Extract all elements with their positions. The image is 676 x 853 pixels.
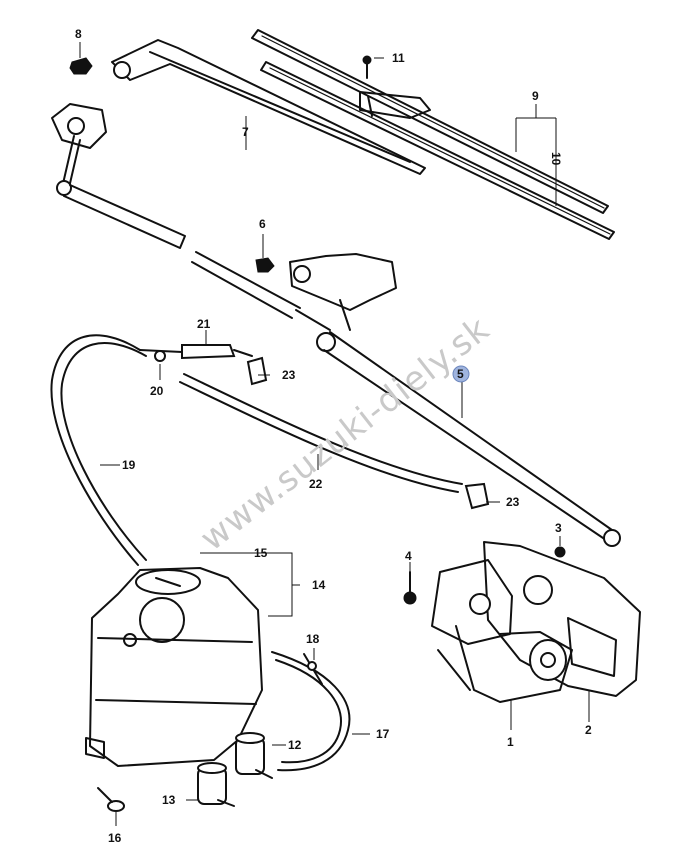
joint-part-18[interactable] — [303, 653, 323, 685]
callout-1: 1 — [507, 735, 514, 749]
callout-3: 3 — [555, 521, 562, 535]
washer-pump-12[interactable] — [235, 732, 273, 779]
watermark: www.suzuki-diely.sk — [193, 309, 497, 559]
screw-part-11[interactable] — [362, 55, 372, 79]
callout-6: 6 — [259, 217, 266, 231]
bolt-part-4[interactable] — [403, 571, 417, 605]
callout-19: 19 — [122, 458, 136, 472]
callout-15: 15 — [254, 546, 268, 560]
wiper-blade-upper[interactable] — [251, 29, 609, 214]
callout-7: 7 — [242, 125, 249, 139]
callout-21: 21 — [197, 317, 211, 331]
callout-23a: 23 — [282, 368, 296, 382]
wiper-arm[interactable] — [111, 39, 426, 175]
callout-11: 11 — [392, 51, 405, 65]
wiper-blade-lower[interactable] — [260, 61, 615, 240]
callout-16: 16 — [108, 831, 122, 845]
nozzle-clip-23b[interactable] — [464, 482, 490, 510]
callout-12: 12 — [288, 738, 302, 752]
nut-part-6[interactable] — [255, 257, 275, 273]
callout-4: 4 — [405, 549, 412, 563]
callout-18: 18 — [306, 632, 320, 646]
wiper-arm-connector[interactable] — [359, 91, 431, 119]
callout-17: 17 — [376, 727, 390, 741]
callout-9: 9 — [532, 89, 539, 103]
callout-20: 20 — [150, 384, 164, 398]
wiper-motor[interactable] — [431, 559, 573, 703]
washer-hose-22[interactable] — [179, 373, 463, 493]
tank-cap[interactable] — [135, 569, 201, 595]
washer-pump-13[interactable] — [197, 762, 235, 807]
callout-13: 13 — [162, 793, 176, 807]
bolt-part-3[interactable] — [554, 546, 566, 558]
callout-8: 8 — [75, 27, 82, 41]
highlight-marker — [452, 365, 470, 383]
washer-hose-19[interactable] — [50, 334, 147, 566]
callout-22: 22 — [309, 477, 323, 491]
nozzle-clip-23a[interactable] — [246, 356, 268, 386]
callout-5: 5 — [457, 367, 464, 381]
callout-2: 2 — [585, 723, 592, 737]
callout-23b: 23 — [506, 495, 520, 509]
nut-part-8[interactable] — [69, 57, 93, 75]
joint-part-20[interactable] — [139, 349, 183, 362]
leader-lines — [79, 42, 590, 826]
wiper-linkage[interactable] — [51, 103, 621, 547]
check-valve-21[interactable] — [181, 344, 253, 360]
callout-10: 10 — [549, 152, 563, 166]
screw-part-16[interactable] — [97, 787, 125, 812]
callout-14: 14 — [312, 578, 326, 592]
washer-tank[interactable] — [85, 567, 263, 767]
